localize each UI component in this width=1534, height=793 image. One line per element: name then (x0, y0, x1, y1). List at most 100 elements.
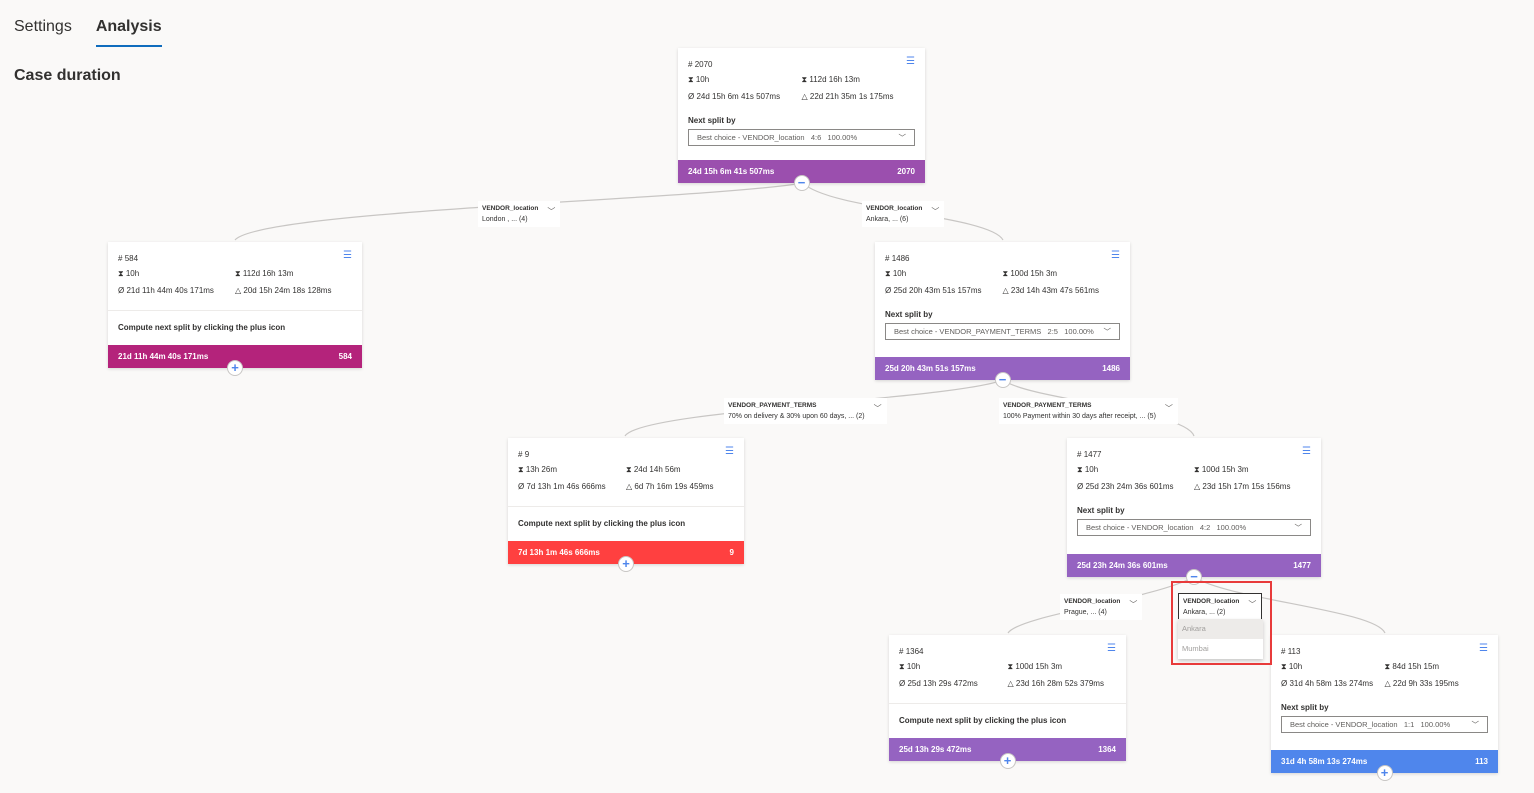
split-attr: Best choice - VENDOR_location (697, 133, 805, 142)
filter-icon[interactable]: ☰ (725, 446, 734, 457)
collapse-minus-icon[interactable]: − (793, 175, 810, 191)
std-duration: 23d 14h 43m 47s 561ms (1010, 285, 1099, 295)
split-pct: 100.00% (1420, 720, 1451, 729)
average-icon: Ø (885, 285, 892, 295)
next-split-select[interactable]: Best choice - VENDOR_location 4:2 100.00… (1077, 519, 1311, 536)
chevron-down-icon: ﹀ (1471, 720, 1480, 729)
std-duration: 22d 9h 33s 195ms (1392, 678, 1459, 688)
tab-analysis[interactable]: Analysis (95, 16, 162, 47)
next-split-select[interactable]: Best choice - VENDOR_location 4:6 100.00… (688, 129, 915, 146)
case-count: 584 (124, 253, 139, 263)
tab-settings[interactable]: Settings (14, 18, 72, 35)
min-duration: 10h (892, 269, 907, 278)
bar-duration: 21d 11h 44m 40s 171ms (118, 352, 209, 361)
tree-node: # 1486 ☰ ⧗ 10h⧗ 100d 15h 3m Ø 25d 20h 43… (875, 242, 1130, 388)
tree-node: # 113 ☰ ⧗ 10h⧗ 84d 15h 15m Ø 31d 4h 58m … (1271, 635, 1498, 781)
average-icon: Ø (899, 678, 906, 688)
bar-count: 9 (729, 548, 734, 557)
filter-icon[interactable]: ☰ (1479, 643, 1488, 654)
collapse-minus-icon[interactable]: − (994, 372, 1011, 388)
hash-icon: # (688, 59, 693, 69)
std-duration: 22d 21h 35m 1s 175ms (809, 91, 894, 101)
filter-icon[interactable]: ☰ (1107, 643, 1116, 654)
next-split-select[interactable]: Best choice - VENDOR_location 1:1 100.00… (1281, 716, 1488, 733)
next-split-select[interactable]: Best choice - VENDOR_PAYMENT_TERMS 2:5 1… (885, 323, 1120, 340)
avg-duration: 7d 13h 1m 46s 666ms (526, 481, 606, 491)
edge-value-dropdown: Ankara Mumbai (1178, 619, 1263, 659)
avg-duration: 25d 13h 29s 472ms (907, 678, 978, 688)
filter-icon[interactable]: ☰ (1111, 250, 1120, 261)
edge-value: Prague, ... (4) (1064, 609, 1107, 616)
max-duration: 24d 14h 56m (633, 465, 681, 474)
min-duration: 13h 26m (525, 465, 557, 474)
bar-duration: 24d 15h 6m 41s 507ms (688, 167, 775, 176)
bar-count: 1486 (1102, 364, 1120, 373)
edge-value: 70% on delivery & 30% upon 60 days, ... … (728, 413, 865, 420)
next-split-label: Next split by (885, 310, 933, 319)
expand-plus-icon[interactable]: + (618, 556, 634, 572)
delta-icon: △ (1007, 678, 1014, 688)
min-duration: 10h (125, 269, 140, 278)
tab-bar: Settings Analysis (14, 16, 162, 47)
split-attr: Best choice - VENDOR_location (1290, 720, 1398, 729)
filter-icon[interactable]: ☰ (343, 250, 352, 261)
hash-icon: # (518, 449, 523, 459)
compute-hint: Compute next split by clicking the plus … (508, 506, 744, 546)
avg-duration: 25d 20h 43m 51s 157ms (893, 285, 982, 295)
collapse-minus-icon[interactable]: − (1186, 569, 1202, 585)
case-count: 1486 (891, 253, 910, 263)
max-duration: 100d 15h 3m (1010, 269, 1058, 278)
max-duration: 112d 16h 13m (242, 269, 294, 278)
delta-icon: △ (235, 285, 242, 295)
edge-value: Ankara, ... (6) (866, 216, 909, 223)
min-icon: ⧗ (885, 269, 891, 278)
split-attr: Best choice - VENDOR_location (1086, 523, 1194, 532)
chevron-down-icon: ﹀ (1164, 404, 1173, 413)
bar-duration: 7d 13h 1m 46s 666ms (518, 548, 600, 557)
filter-icon[interactable]: ☰ (1302, 446, 1311, 457)
bar-count: 1477 (1293, 561, 1311, 570)
expand-plus-icon[interactable]: + (1376, 765, 1393, 781)
dropdown-option-mumbai[interactable]: Mumbai (1182, 644, 1209, 653)
expand-plus-icon[interactable]: + (227, 360, 243, 376)
split-pct: 100.00% (1064, 327, 1094, 336)
edge-value: London , ... (4) (482, 216, 528, 223)
delta-icon: △ (626, 481, 633, 491)
delta-icon: △ (1384, 678, 1391, 688)
tree-node: # 584 ☰ ⧗ 10h⧗ 112d 16h 13m Ø 21d 11h 44… (108, 242, 362, 376)
avg-duration: 31d 4h 58m 13s 274ms (1289, 678, 1374, 688)
bar-count: 113 (1475, 757, 1488, 766)
case-count: 1477 (1083, 449, 1102, 459)
min-icon: ⧗ (688, 75, 694, 84)
page-title: Case duration (14, 67, 121, 84)
hash-icon: # (1281, 646, 1286, 656)
node-summary-bar: 7d 13h 1m 46s 666ms 9 + (508, 541, 744, 572)
hash-icon: # (885, 253, 890, 263)
dropdown-option-ankara[interactable]: Ankara (1178, 619, 1263, 639)
max-duration: 100d 15h 3m (1201, 465, 1249, 474)
tree-node: # 9 ☰ ⧗ 13h 26m⧗ 24d 14h 56m Ø 7d 13h 1m… (508, 438, 744, 572)
average-icon: Ø (518, 481, 525, 491)
expand-plus-icon[interactable]: + (999, 753, 1016, 769)
case-count: 9 (524, 449, 530, 459)
chevron-down-icon: ﹀ (1103, 327, 1112, 336)
split-attr: Best choice - VENDOR_PAYMENT_TERMS (894, 327, 1042, 336)
compute-hint: Compute next split by clicking the plus … (889, 703, 1126, 743)
chevron-down-icon: ﹀ (1248, 600, 1257, 609)
chevron-down-icon: ﹀ (873, 404, 882, 413)
std-duration: 23d 16h 28m 52s 379ms (1015, 678, 1104, 688)
case-count: 1364 (905, 646, 924, 656)
max-duration: 84d 15h 15m (1392, 662, 1440, 671)
filter-icon[interactable]: ☰ (906, 56, 915, 67)
edge-line (1193, 576, 1386, 634)
chevron-down-icon: ﹀ (1294, 523, 1303, 532)
split-ratio: 4:2 (1199, 523, 1211, 532)
delta-icon: △ (1194, 481, 1201, 491)
edge-value: 100% Payment within 30 days after receip… (1003, 413, 1156, 420)
